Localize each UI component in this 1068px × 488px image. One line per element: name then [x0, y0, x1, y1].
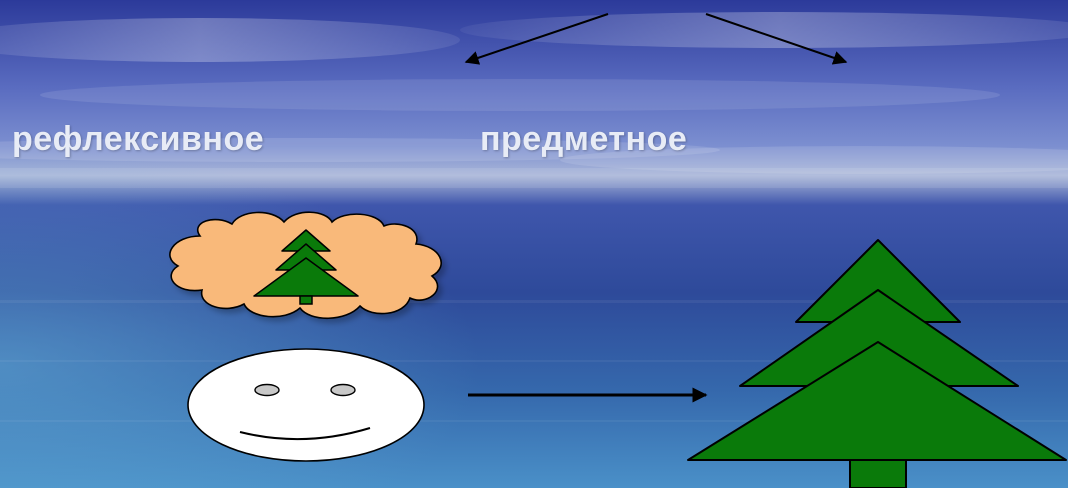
smiley-face-icon [188, 349, 424, 461]
large-fir-tree-icon [688, 240, 1066, 488]
arrow-to-reflexive [466, 14, 608, 62]
arrow-to-objective [706, 14, 846, 62]
